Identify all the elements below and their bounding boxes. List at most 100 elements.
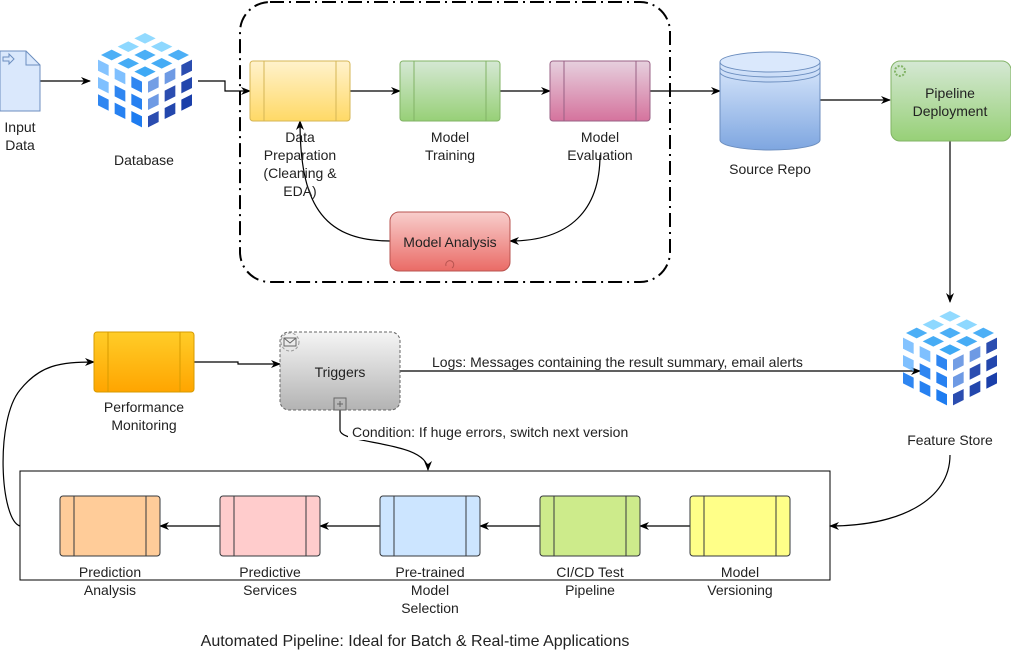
svg-text:EDA): EDA) [283,183,316,199]
triggers-node[interactable]: Triggers [279,331,401,411]
cube-tile [164,102,176,120]
svg-text:Model Analysis: Model Analysis [403,234,496,250]
pretrained-model-selection-node[interactable]: Pre-trained Model Selection [379,495,481,616]
database-node[interactable] [98,33,192,128]
model-analysis-node[interactable]: Model Analysis [389,211,511,272]
cube-tile [164,85,176,102]
cube-tile [98,59,109,77]
performance-monitoring-node[interactable]: Performance Monitoring [93,331,195,433]
cube-tile [114,102,126,120]
svg-text:Deployment: Deployment [913,103,988,119]
logs-edge-label: Logs: Messages containing the result sum… [432,354,803,370]
cube-tile [114,85,126,102]
cube-tile [919,363,931,380]
cube-tile [936,388,947,406]
loop-icon [445,260,455,269]
cube-tile [181,76,192,94]
cube-tile [117,58,139,69]
cube-tile [903,354,914,372]
prediction-analysis-node[interactable]: Prediction Analysis [59,495,161,598]
cube-tile [953,354,964,371]
cube-tile [151,58,173,69]
cube-tile [181,94,192,111]
svg-text:Analysis: Analysis [84,582,136,598]
svg-text:Data: Data [5,137,35,153]
cube-tile [117,41,139,52]
svg-text:Prediction: Prediction [79,564,141,580]
cube-tile [148,110,159,128]
cube-tile [181,59,192,77]
svg-text:Model: Model [411,582,449,598]
data-preparation-node[interactable]: Data Preparation (Cleaning & EDA) [249,60,351,199]
cube-tile [164,67,176,85]
svg-text:Triggers: Triggers [315,364,366,380]
arrow-right-icon [2,52,15,66]
document-icon [0,50,41,112]
svg-text:Evaluation: Evaluation [567,147,632,163]
model-training-node[interactable]: Model Training [399,60,501,163]
envelope-icon [283,337,297,347]
input-data-node[interactable]: Input Data [0,50,41,153]
svg-text:(Cleaning &: (Cleaning & [263,165,337,181]
gear-icon [894,65,906,77]
cube-tile [134,33,156,44]
svg-text:Source Repo: Source Repo [729,161,811,177]
cube-tile [953,371,964,389]
feature-store-node[interactable] [903,311,997,406]
predictive-services-node[interactable]: Predictive Services [219,495,321,598]
cube-tile [903,337,914,355]
cube-tile [986,354,997,372]
cube-tile [939,327,961,339]
cube-tile [969,363,981,380]
cube-tile [906,327,928,339]
svg-text:Performance: Performance [104,399,184,415]
cube-tile [101,49,123,61]
svg-text:Model: Model [431,129,469,145]
svg-text:Versioning: Versioning [707,582,772,598]
cube-tile [134,66,156,77]
cube-tile [939,344,961,355]
svg-text:Training: Training [425,147,475,163]
cube-tile [956,336,978,347]
cube-tile [148,93,159,111]
feature-store-label: Feature Store [907,432,993,448]
svg-text:Preparation: Preparation [264,147,336,163]
cube-tile [922,319,944,330]
svg-text:Services: Services [243,582,297,598]
diagram-title: Automated Pipeline: Ideal for Batch & Re… [201,633,630,650]
source-repo-node[interactable]: Source Repo [719,51,821,177]
svg-text:CI/CD Test: CI/CD Test [556,564,624,580]
cube-tile [167,49,189,61]
cube-tile [956,319,978,330]
condition-edge-label: Condition: If huge errors, switch next v… [352,424,628,440]
cube-tile [986,372,997,389]
svg-text:Data: Data [285,129,315,145]
cube-tile [969,345,981,363]
svg-text:Monitoring: Monitoring [111,417,176,433]
cube-tile [919,380,931,398]
cube-tile [131,93,142,111]
svg-text:Pipeline: Pipeline [925,85,975,101]
edges [2,77,954,530]
automated-pipeline-container [19,470,831,581]
cube-tile [903,372,914,389]
svg-text:Model: Model [581,129,619,145]
cube-tile [939,311,961,322]
database-label: Database [114,152,174,168]
svg-text:Predictive: Predictive [239,564,301,580]
experimentation-region [239,1,671,283]
cube-tile [922,336,944,347]
cicd-test-pipeline-node[interactable]: CI/CD Test Pipeline [539,495,641,598]
cube-tile [953,388,964,406]
cube-tile [98,76,109,94]
cube-tile [134,49,156,61]
model-versioning-node[interactable]: Model Versioning [689,495,791,598]
input-data-label: Input [4,119,35,135]
cube-tile [131,110,142,128]
model-evaluation-node[interactable]: Model Evaluation [549,60,651,163]
cube-tile [919,345,931,363]
pipeline-deployment-node[interactable]: Pipeline Deployment [890,60,1011,142]
expand-icon[interactable] [333,397,347,411]
cube-tile [131,76,142,93]
